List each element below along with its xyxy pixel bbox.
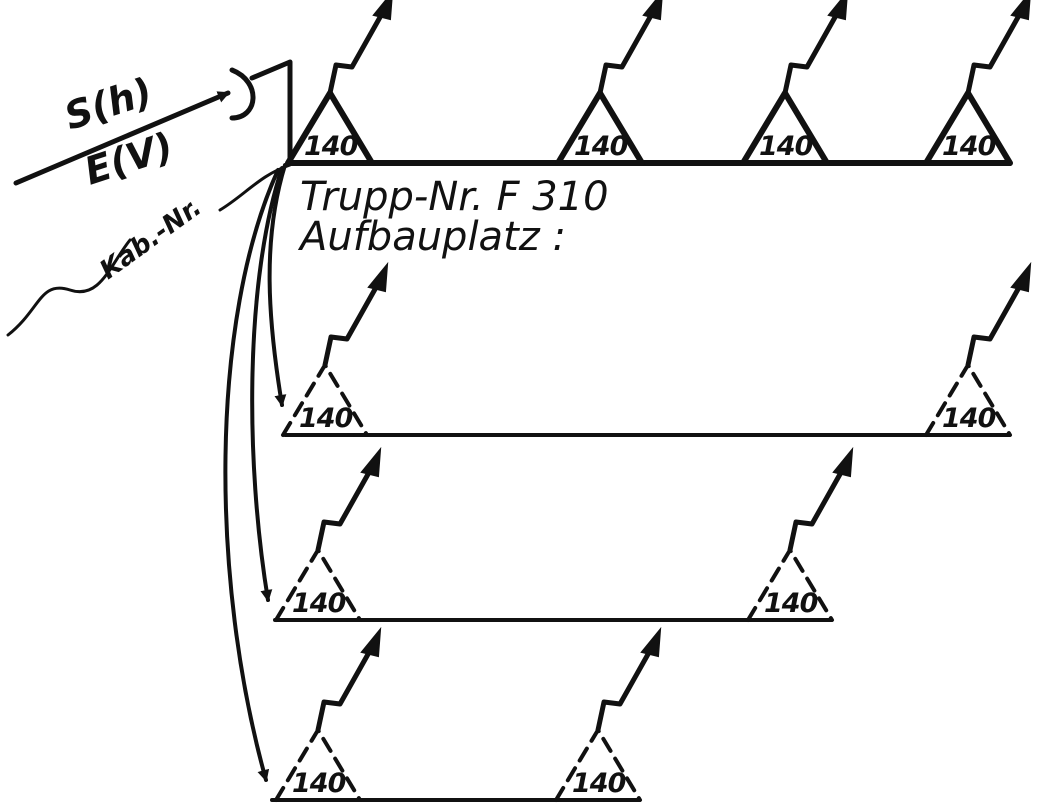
branch-arrows xyxy=(223,163,287,782)
feed-arrow xyxy=(13,90,231,186)
antenna-bolt xyxy=(315,637,379,733)
antenna-arrowhead xyxy=(640,626,662,658)
antenna-arrowhead xyxy=(360,446,382,478)
feed-arc xyxy=(229,67,256,121)
antenna-bolt xyxy=(965,272,1029,368)
antenna-bolt xyxy=(965,0,1029,96)
antenna-bolt xyxy=(315,457,379,553)
antenna-bolt xyxy=(327,0,391,96)
station-r4-1: 140 xyxy=(274,626,382,802)
troop-label: Trupp-Nr. F 310 xyxy=(300,174,609,220)
station-triangle xyxy=(746,548,834,622)
station-triangle xyxy=(274,548,362,622)
antenna-arrowhead xyxy=(1010,261,1032,293)
branch-arrow-row4 xyxy=(223,168,280,782)
station-r2-1: 140 xyxy=(281,261,389,437)
station-triangle xyxy=(923,90,1013,166)
station-r1-4: 140 xyxy=(923,0,1031,166)
antenna-bolt xyxy=(782,0,846,96)
station-triangle xyxy=(285,90,375,166)
station-triangle xyxy=(555,90,645,166)
station-triangle xyxy=(924,363,1012,437)
station-triangle xyxy=(740,90,830,166)
station-triangle xyxy=(281,363,369,437)
station-r2-2: 140 xyxy=(924,261,1032,437)
branch-arrow-row2 xyxy=(267,163,287,407)
cable-label: Kab.-Nr. xyxy=(94,192,207,285)
station-r3-2: 140 xyxy=(746,446,854,622)
station-number: 140 xyxy=(942,131,996,162)
station-number: 140 xyxy=(764,588,818,619)
antenna-arrowhead xyxy=(360,626,382,658)
cable-squiggle xyxy=(6,238,132,337)
station-number: 140 xyxy=(574,131,628,162)
station-r3-1: 140 xyxy=(274,446,382,622)
station-r1-2: 140 xyxy=(555,0,663,166)
cable-group: Kab.-Nr. xyxy=(6,163,292,337)
station-r1-3: 140 xyxy=(740,0,848,166)
station-r1-1: 140 xyxy=(285,0,393,166)
station-number: 140 xyxy=(942,403,996,434)
antenna-bolt xyxy=(787,457,851,553)
station-number: 140 xyxy=(759,131,813,162)
antenna-bolt xyxy=(322,272,386,368)
branch-arrow-row3 xyxy=(250,166,284,602)
feed-line-group: S(h) E(V) xyxy=(13,59,293,194)
station-number: 140 xyxy=(292,588,346,619)
station-number: 140 xyxy=(304,131,358,162)
site-label: Aufbauplatz : xyxy=(297,214,566,260)
antenna-arrowhead xyxy=(372,0,393,21)
station-triangle xyxy=(554,728,642,802)
station-number: 140 xyxy=(299,403,353,434)
stations-layer: 140 140 140 140 140 140 140 140 140 140 xyxy=(274,0,1032,802)
antenna-arrowhead xyxy=(367,261,389,293)
antenna-arrowhead xyxy=(827,0,848,21)
station-triangle xyxy=(274,728,362,802)
antenna-arrowhead xyxy=(1010,0,1031,21)
antenna-arrowhead xyxy=(832,446,854,478)
station-number: 140 xyxy=(572,768,626,799)
antenna-bolt xyxy=(597,0,661,96)
antenna-arrowhead xyxy=(642,0,663,21)
feed-connector xyxy=(249,59,293,163)
antenna-bolt xyxy=(595,637,659,733)
station-number: 140 xyxy=(292,768,346,799)
station-r4-2: 140 xyxy=(554,626,662,802)
